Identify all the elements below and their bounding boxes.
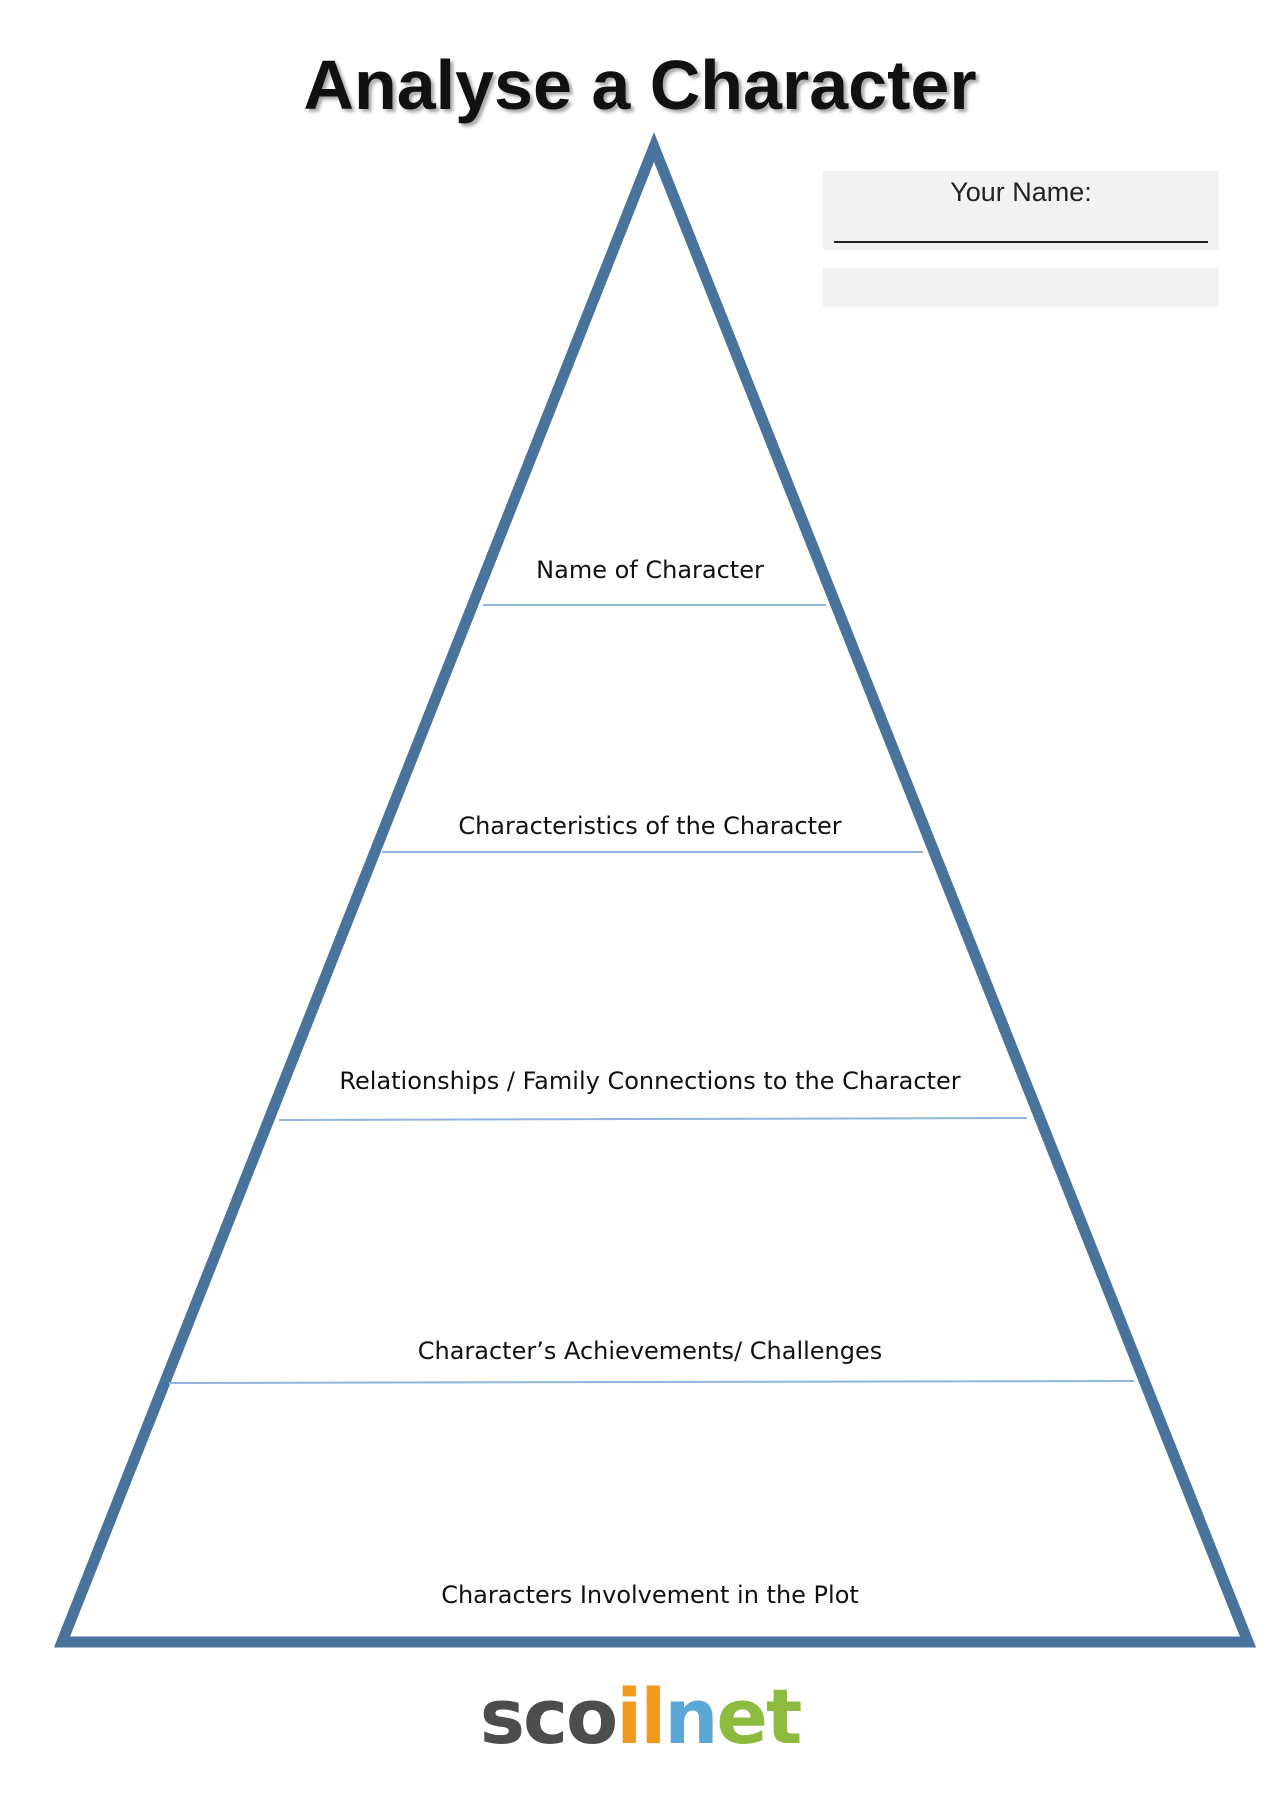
level-label-plot-involvement: Characters Involvement in the Plot [441, 1581, 859, 1609]
logo-part-1: sco [479, 1672, 618, 1761]
scoilnet-logo: scoilnet [0, 1672, 1280, 1762]
pyramid-divider-3 [278, 1117, 1028, 1121]
your-name-label: Your Name: [950, 177, 1092, 207]
page-title: Analyse a Character [303, 46, 977, 124]
your-name-line [834, 241, 1208, 243]
level-label-characteristics: Characteristics of the Character [458, 812, 842, 840]
pyramid-outline [53, 132, 1257, 1648]
logo-part-3: n [664, 1672, 718, 1761]
logo-part-4: et [716, 1672, 802, 1761]
level-label-name-of-character: Name of Character [536, 556, 764, 584]
logo-part-2: il [616, 1672, 666, 1761]
your-name-box: Your Name: [823, 171, 1219, 250]
level-label-relationships: Relationships / Family Connections to th… [339, 1067, 961, 1095]
pyramid-divider-4 [168, 1380, 1135, 1384]
blank-box [823, 268, 1219, 307]
level-label-achievements: Character’s Achievements/ Challenges [417, 1337, 883, 1365]
